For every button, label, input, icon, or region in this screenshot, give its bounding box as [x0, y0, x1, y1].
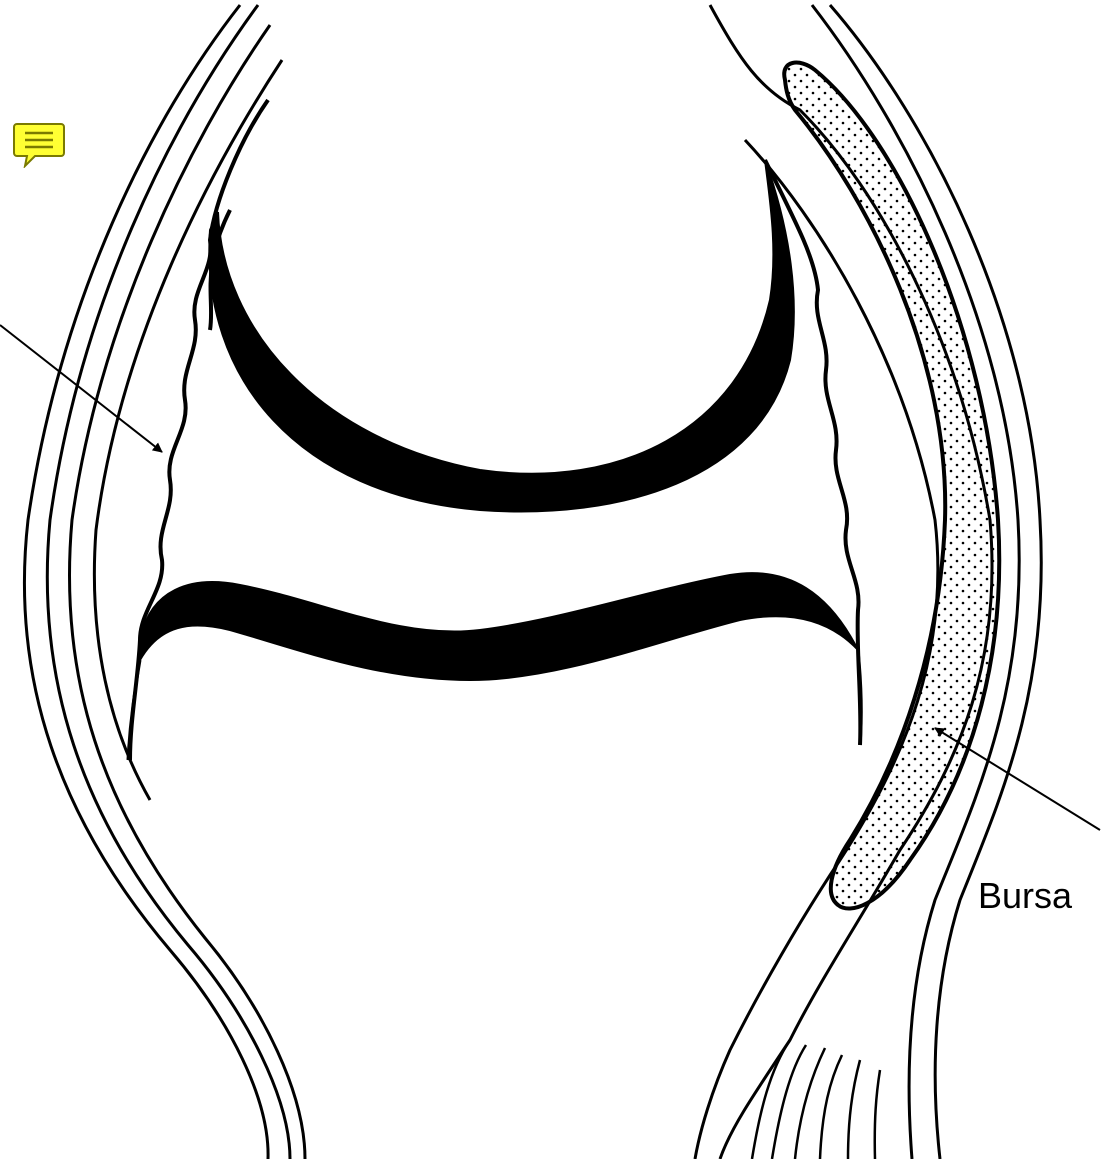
comment-note-icon[interactable] — [13, 120, 65, 168]
left-outer-layers — [24, 5, 305, 1159]
bursa-label: Bursa — [978, 875, 1072, 917]
lower-articular-cartilage — [140, 573, 858, 680]
synovial-leader-line — [0, 325, 162, 452]
synovial-membrane-left — [130, 100, 268, 760]
upper-articular-cartilage — [209, 160, 794, 511]
tendon-fibres — [752, 1040, 880, 1159]
bursa-sac — [784, 63, 999, 909]
